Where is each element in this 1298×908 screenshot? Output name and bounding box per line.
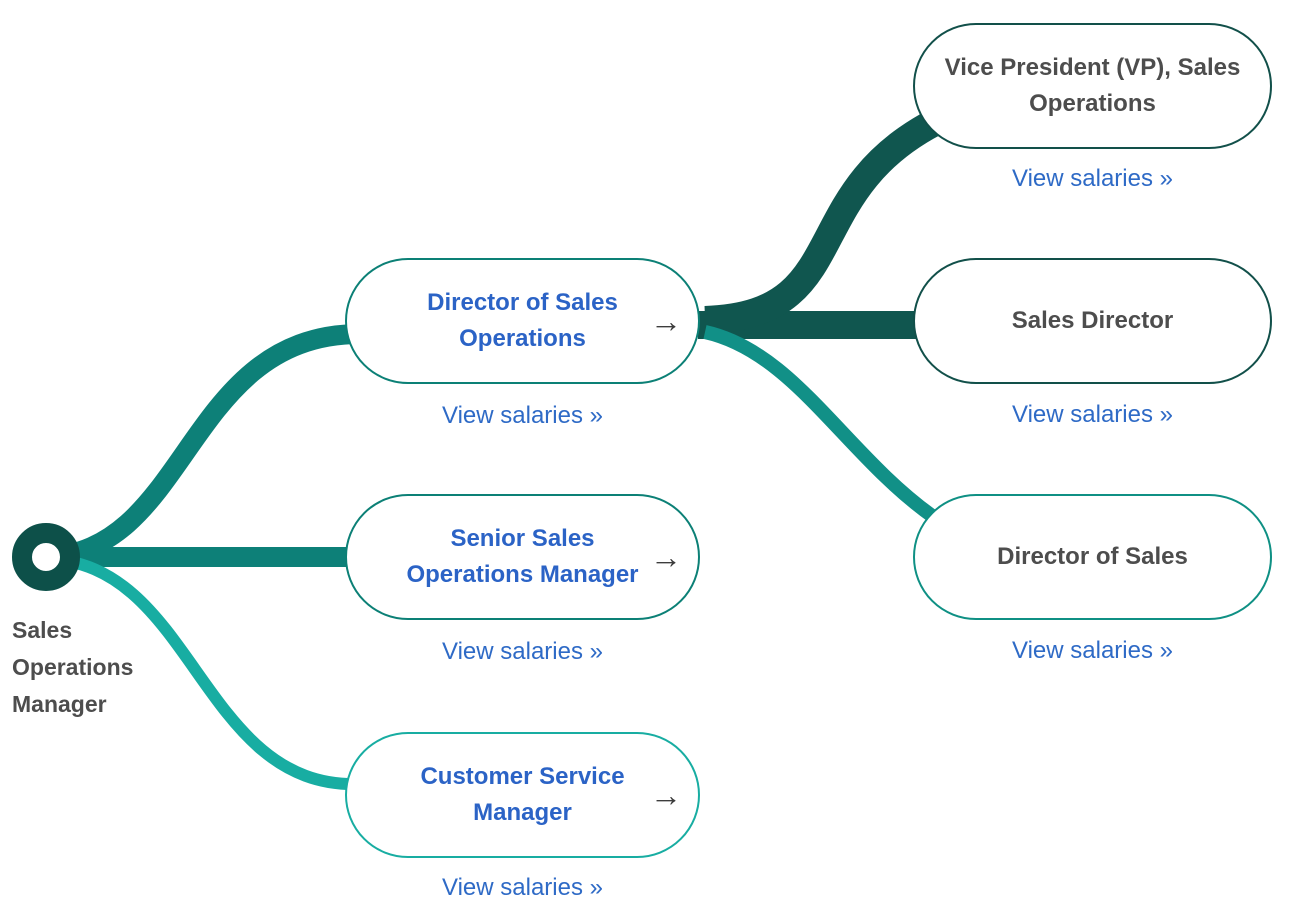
node-title: Director of Sales [997,543,1188,570]
arrow-right-icon: → [650,539,682,575]
node-director-of-sales-operations[interactable]: Director of Sales Operations → [345,258,700,384]
node-sales-director[interactable]: Sales Director [913,258,1272,384]
connector-director-to-director-of-sales [703,325,940,524]
connector-director-to-vp-sales-operations [704,109,942,334]
view-salaries-link-director-of-sales-operations[interactable]: View salaries » [442,402,603,429]
connector-root-to-director-of-sales-operations [45,324,361,567]
node-title: Vice President (VP), Sales Operations [944,54,1241,117]
root-label: Sales Operations Manager [12,617,134,717]
node-title: Sales Director [1011,307,1174,334]
view-salaries-link-director-of-sales[interactable]: View salaries » [1012,637,1173,664]
view-salaries-link-sales-director[interactable]: View salaries » [1012,401,1173,428]
node-title: Senior Sales Operations Manager [406,525,639,588]
view-salaries-link-customer-service-manager[interactable]: View salaries » [442,874,603,901]
connector-root-to-customer-service-manager [45,553,361,791]
node-director-of-sales[interactable]: Director of Sales [913,494,1272,620]
arrow-right-icon: → [650,777,682,813]
node-title: Customer Service Manager [420,763,625,826]
view-salaries-link-vp-sales-operations[interactable]: View salaries » [1012,165,1173,192]
view-salaries-link-senior-sales-operations-manager[interactable]: View salaries » [442,638,603,665]
arrow-right-icon: → [650,303,682,339]
node-customer-service-manager[interactable]: Customer Service Manager → [345,732,700,858]
root-node-circle [12,523,80,591]
node-senior-sales-operations-manager[interactable]: Senior Sales Operations Manager → [345,494,700,620]
node-vp-sales-operations[interactable]: Vice President (VP), Sales Operations [913,23,1272,149]
node-title: Director of Sales Operations [427,289,618,352]
